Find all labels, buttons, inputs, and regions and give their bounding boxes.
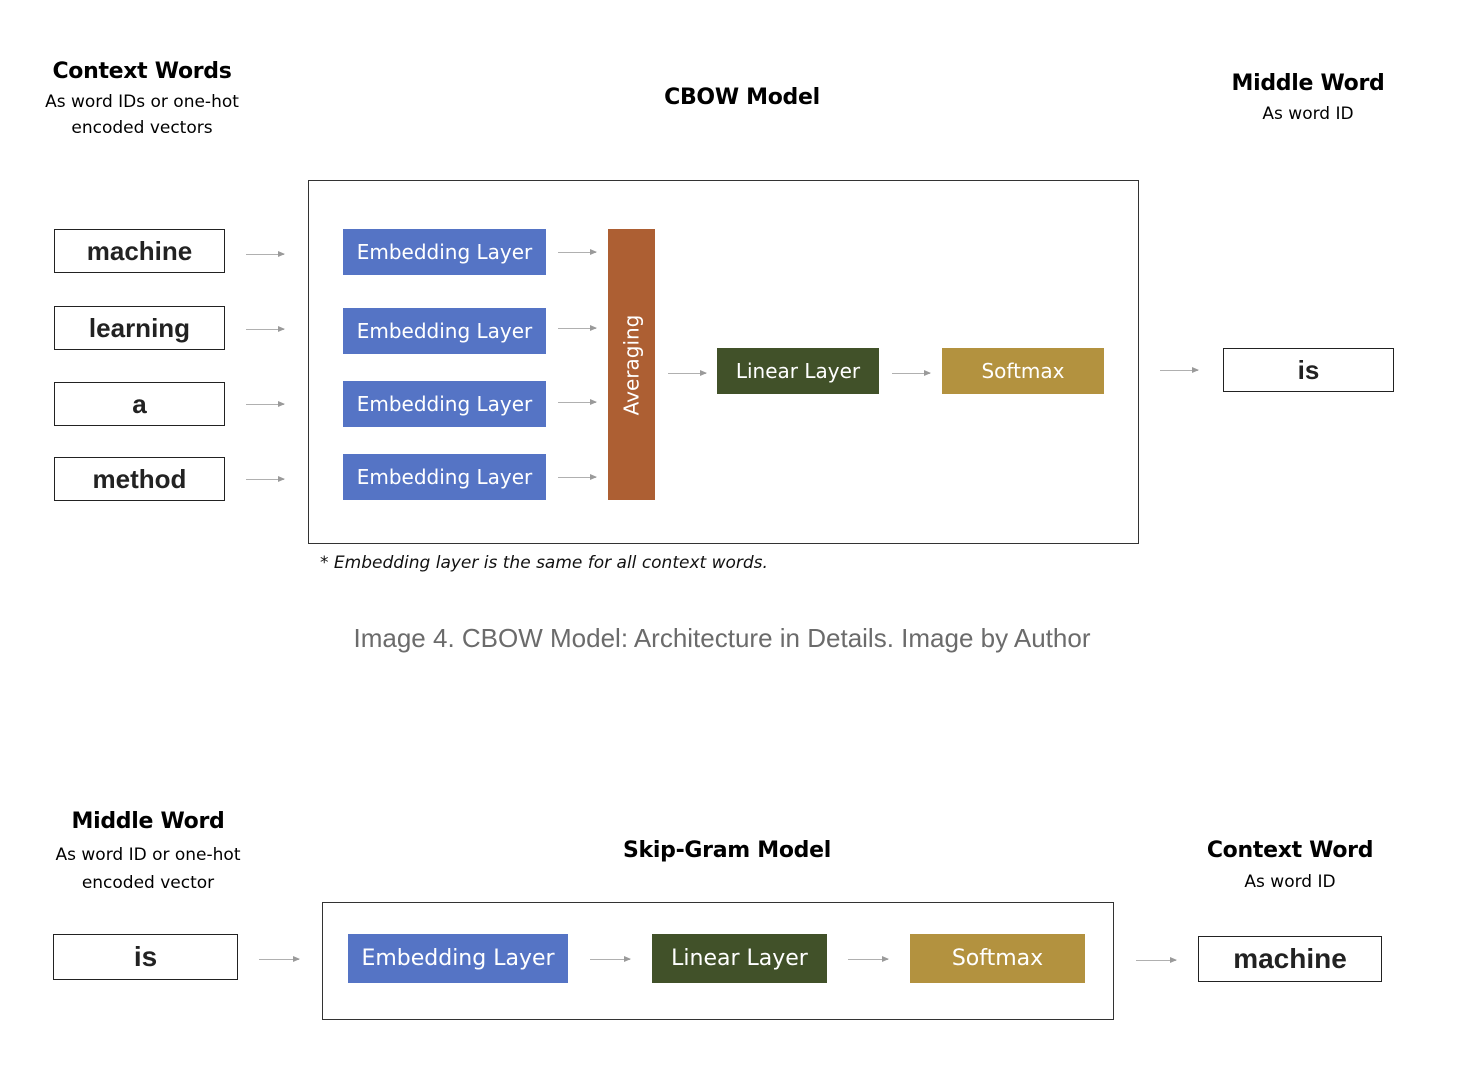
arrow-icon xyxy=(668,370,707,376)
arrow-icon xyxy=(246,326,285,332)
context-word-box: machine xyxy=(54,229,225,273)
arrow-icon xyxy=(246,251,285,257)
skipgram-model-frame xyxy=(322,902,1114,1020)
arrow-icon xyxy=(246,401,285,407)
middle-word-box: is xyxy=(1223,348,1394,392)
arrow-icon xyxy=(259,956,300,962)
skipgram-middle-word-subtitle-2: encoded vector xyxy=(81,873,215,893)
arrow-icon xyxy=(558,399,597,405)
context-word-box: method xyxy=(54,457,225,501)
cbow-model-title: CBOW Model xyxy=(664,85,820,110)
cbow-context-words-subtitle-1: As word IDs or one-hot xyxy=(45,92,239,112)
averaging-block: Averaging xyxy=(608,229,655,500)
arrow-icon xyxy=(848,956,889,962)
embedding-layer-block: Embedding Layer xyxy=(343,454,546,500)
arrow-icon xyxy=(558,474,597,480)
averaging-label: Averaging xyxy=(619,314,644,415)
linear-layer-block: Linear Layer xyxy=(717,348,879,394)
cbow-note: * Embedding layer is the same for all co… xyxy=(320,553,768,573)
skipgram-middle-word-title: Middle Word xyxy=(71,809,225,834)
skipgram-model-title: Skip-Gram Model xyxy=(623,838,831,863)
embedding-layer-block: Embedding Layer xyxy=(343,229,546,275)
cbow-context-words-title: Context Words xyxy=(52,59,232,84)
skipgram-middle-word-subtitle-1: As word ID or one-hot xyxy=(55,845,241,865)
arrow-icon xyxy=(1136,957,1177,963)
arrow-icon xyxy=(590,956,631,962)
cbow-model-frame xyxy=(308,180,1139,544)
cbow-middle-word-title: Middle Word xyxy=(1231,71,1385,96)
figure-caption: Image 4. CBOW Model: Architecture in Det… xyxy=(353,623,1091,653)
cbow-context-words-subtitle-2: encoded vectors xyxy=(71,118,213,138)
cbow-middle-word-subtitle: As word ID xyxy=(1262,104,1354,124)
arrow-icon xyxy=(558,325,597,331)
linear-layer-block: Linear Layer xyxy=(652,934,827,983)
embedding-layer-block: Embedding Layer xyxy=(343,381,546,427)
arrow-icon xyxy=(246,476,285,482)
softmax-block: Softmax xyxy=(910,934,1085,983)
embedding-layer-block: Embedding Layer xyxy=(343,308,546,354)
embedding-layer-block: Embedding Layer xyxy=(348,934,568,983)
skipgram-context-word-title: Context Word xyxy=(1206,838,1374,863)
context-word-box: machine xyxy=(1198,936,1382,982)
context-word-box: a xyxy=(54,382,225,426)
skipgram-context-word-subtitle: As word ID xyxy=(1244,872,1336,892)
arrow-icon xyxy=(558,249,597,255)
context-word-box: learning xyxy=(54,306,225,350)
input-word-box: is xyxy=(53,934,238,980)
softmax-block: Softmax xyxy=(942,348,1104,394)
arrow-icon xyxy=(892,370,931,376)
arrow-icon xyxy=(1160,367,1199,373)
